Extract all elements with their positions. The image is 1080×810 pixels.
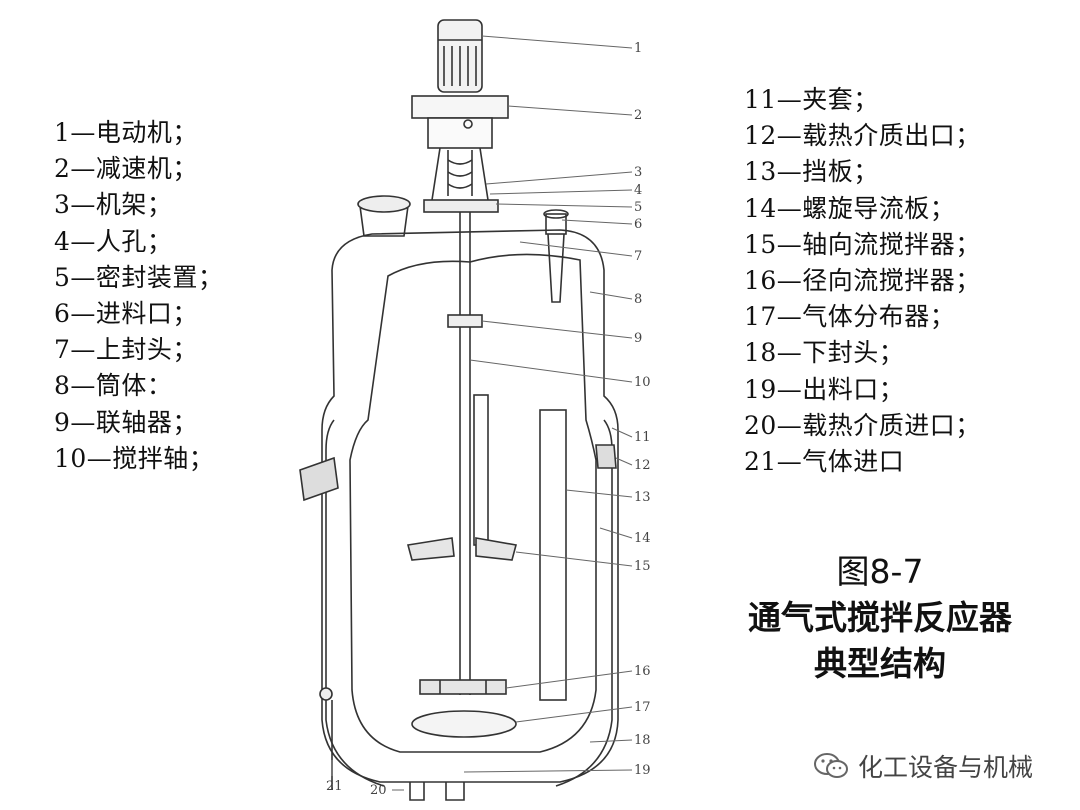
legend-item: 17—气体分布器； xyxy=(744,302,956,332)
callout-1: 1 xyxy=(634,41,642,56)
callout-2: 2 xyxy=(634,108,642,123)
legend-item: 18—下封头； xyxy=(744,338,905,368)
figure-title: 通气式搅拌反应器 xyxy=(748,598,1012,637)
callout-13: 13 xyxy=(634,490,651,505)
legend-item: 9—联轴器； xyxy=(54,407,198,437)
legend-item: 5—密封装置； xyxy=(54,262,224,292)
callout-3: 3 xyxy=(634,165,642,180)
legend-item: 13—挡板； xyxy=(744,157,879,187)
callout-19: 19 xyxy=(634,763,651,778)
frame xyxy=(431,147,489,201)
callout-18: 18 xyxy=(634,733,651,748)
callout-16: 16 xyxy=(634,664,651,679)
manhole xyxy=(357,195,411,237)
callout-10: 10 xyxy=(634,375,651,390)
support-lug-right xyxy=(595,444,617,469)
legend-item: 16—径向流搅拌器； xyxy=(744,266,981,296)
jacket xyxy=(555,419,613,787)
legend-item: 4—人孔； xyxy=(54,226,173,256)
wechat-icon xyxy=(814,753,848,778)
callout-15: 15 xyxy=(634,559,651,574)
legend-item: 8—筒体： xyxy=(54,371,173,401)
discharge-outlet-pipe xyxy=(445,782,465,801)
reducer xyxy=(411,95,509,149)
reactor-drawing xyxy=(299,19,619,801)
legend-item: 3—机架； xyxy=(54,190,173,220)
legend-item: 2—减速机； xyxy=(54,154,198,184)
callout-14: 14 xyxy=(634,531,651,546)
radial-impeller xyxy=(419,679,507,695)
watermark-text: 化工设备与机械 xyxy=(858,753,1034,782)
axial-impeller xyxy=(406,537,517,561)
callout-6: 6 xyxy=(634,217,642,232)
callout-11: 11 xyxy=(634,430,651,445)
callout-21: 21 xyxy=(326,779,343,794)
legend-item: 10—搅拌轴； xyxy=(54,443,215,473)
callout-12: 12 xyxy=(634,458,651,473)
vessel-shell xyxy=(321,229,619,783)
gas-sparger xyxy=(411,710,517,738)
callout-20: 20 xyxy=(370,783,387,798)
figure-number: 图8-7 xyxy=(836,552,924,591)
callout-8: 8 xyxy=(634,292,642,307)
callout-9: 9 xyxy=(634,331,642,346)
legend-item: 7—上封头； xyxy=(54,335,198,365)
callout-17: 17 xyxy=(634,700,651,715)
legend-item: 21—气体进口 xyxy=(744,447,905,477)
motor xyxy=(437,19,483,93)
legend-item: 19—出料口； xyxy=(744,374,905,404)
inner-baffle xyxy=(473,394,489,546)
support-lug-left xyxy=(299,456,339,502)
callout-5: 5 xyxy=(634,200,642,215)
callout-7: 7 xyxy=(634,249,642,264)
watermark: 化工设备与机械 xyxy=(812,748,1033,784)
legend-item: 20—载热介质进口； xyxy=(744,410,981,440)
legend-item: 6—进料口； xyxy=(54,299,198,329)
seal-device xyxy=(423,199,499,213)
legend-right: 11—夹套； 12—载热介质出口； 13—挡板； 14—螺旋导流板； 15—轴向… xyxy=(744,82,981,480)
callout-numbers: 1 2 3 4 5 6 7 8 9 10 11 12 13 14 15 16 1… xyxy=(326,41,651,798)
legend-item: 11—夹套； xyxy=(744,85,879,114)
legend-item: 12—载热介质出口； xyxy=(744,121,981,151)
inner-cutaway xyxy=(349,253,597,753)
figure-subtitle: 典型结构 xyxy=(814,644,946,683)
heat-medium-inlet-pipe xyxy=(409,782,425,801)
callout-4: 4 xyxy=(634,183,642,198)
legend-item: 15—轴向流搅拌器； xyxy=(744,229,981,259)
leader-lines xyxy=(331,35,633,791)
feed-inlet xyxy=(543,209,569,303)
legend-item: 1—电动机； xyxy=(54,118,198,147)
agitator-shaft xyxy=(447,212,483,695)
legend-left: 1—电动机； 2—减速机； 3—机架； 4—人孔； 5—密封装置； 6—进料口；… xyxy=(54,115,223,477)
legend-item: 14—螺旋导流板； xyxy=(744,193,956,223)
